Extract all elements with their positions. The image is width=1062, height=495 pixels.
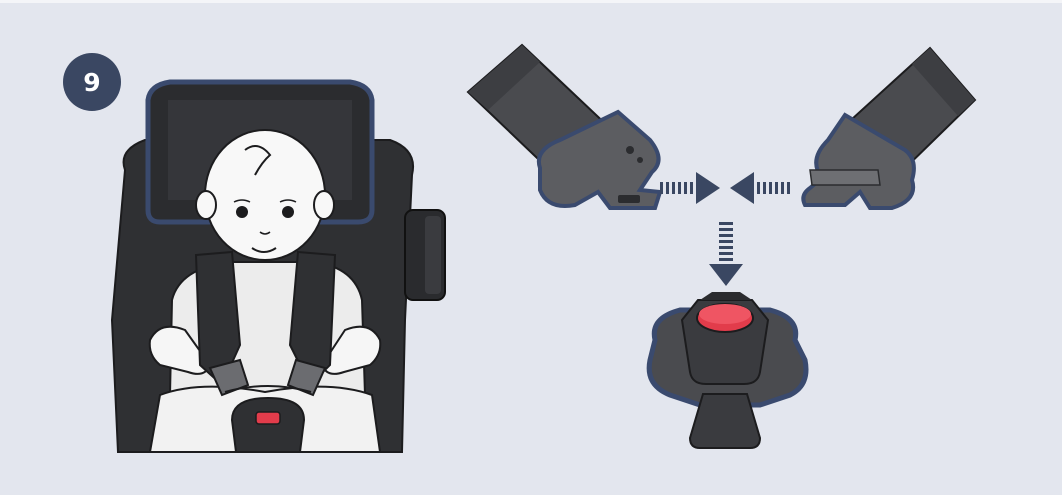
buckle-tongue-right-illustration <box>803 48 975 208</box>
child-left-eye <box>236 206 248 218</box>
buckle-tongue-left-illustration <box>468 45 660 208</box>
car-seat-illustration <box>112 82 445 452</box>
harness-buckle-illustration <box>649 292 806 448</box>
crotch-buckle-red-button <box>256 412 280 424</box>
child-left-ear <box>196 191 216 219</box>
child-right-ear <box>314 191 334 219</box>
arrow-down-icon <box>709 222 743 286</box>
child-right-eye <box>282 206 294 218</box>
arrow-right-icon <box>660 172 720 204</box>
crotch-buckle <box>232 398 304 452</box>
crotch-strap-webbing <box>690 394 760 448</box>
arrow-left-icon <box>730 172 790 204</box>
